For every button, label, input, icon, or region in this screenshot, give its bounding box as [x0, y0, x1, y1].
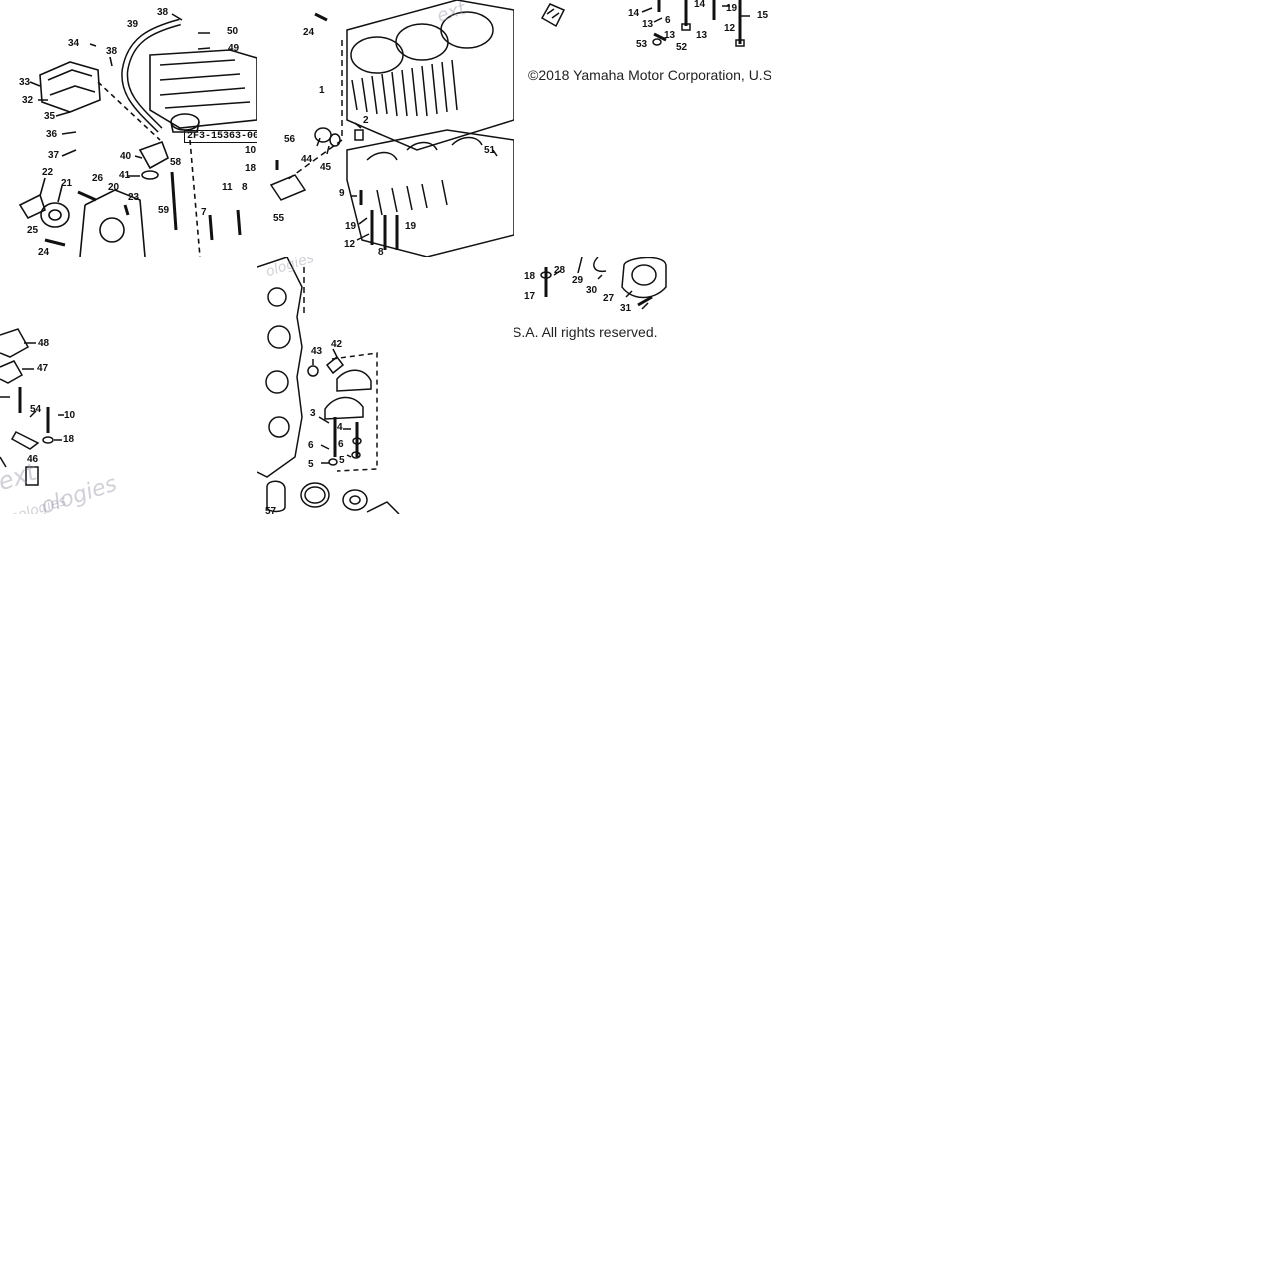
copyright-text: ©2018 Yamaha Motor Corporation, U.S: [528, 67, 771, 83]
callout-label: 6: [308, 440, 314, 451]
callout-label: 8: [378, 247, 384, 258]
callout-label: 2: [363, 115, 369, 126]
callout-label: 7: [201, 207, 207, 218]
callout-label: 33: [19, 77, 31, 88]
callout-label: 45: [320, 162, 332, 173]
callout-label: 5: [339, 455, 345, 466]
callout-label: 25: [27, 225, 39, 236]
callout-label: 1: [319, 85, 325, 96]
callout-label: 50: [227, 26, 239, 37]
callout-label: 21: [61, 178, 73, 189]
callout-label: 35: [44, 111, 56, 122]
callout-label: 18: [245, 163, 257, 174]
callout-label: 30: [586, 285, 598, 296]
callout-label: 53: [636, 39, 648, 50]
diagram-tile-side-cover: 48 47 54 10 18 46 ext ologies hnologies: [0, 257, 257, 514]
copyright-text: S.A. All rights reserved.: [514, 324, 658, 340]
callout-label: 5: [308, 459, 314, 470]
callout-label: 4: [337, 422, 343, 433]
callout-label: 39: [127, 19, 139, 30]
part-number-box: 2F3-15363-00: [184, 130, 257, 143]
callout-label: 37: [48, 150, 60, 161]
callout-label: 8: [242, 182, 248, 193]
callout-label: 11: [222, 182, 233, 193]
callout-label: 28: [554, 265, 566, 276]
callout-label: 19: [345, 221, 357, 232]
callout-label: 13: [696, 30, 708, 41]
callout-label: 51: [484, 145, 496, 156]
callout-label: 23: [128, 192, 140, 203]
callout-label: 38: [106, 46, 118, 57]
callout-label: 19: [405, 221, 417, 232]
callout-label: 48: [38, 338, 50, 349]
callout-label: 43: [311, 346, 323, 357]
callout-label: 42: [331, 339, 343, 350]
callout-label: 14: [628, 8, 640, 19]
callout-label: 49: [228, 43, 240, 54]
callout-label: 57: [265, 506, 277, 515]
callout-label: 6: [338, 439, 344, 450]
callout-label: 41: [119, 170, 131, 181]
diagram-tile-bolts-copyright: 14 13 6 14 19 15 13 13 12 53 52 ©2018 Ya…: [514, 0, 771, 257]
callout-label: 31: [620, 303, 632, 314]
crankcase-drawing: [269, 0, 514, 257]
callout-label: 44: [301, 154, 313, 165]
callout-label: 38: [157, 7, 169, 18]
callout-label: 10: [64, 410, 76, 421]
callout-label: 10: [245, 145, 257, 156]
callout-label: 34: [68, 38, 80, 49]
diagram-tile-pump-copyright: 18 28 29 30 17 27 31 S.A. All rights res…: [514, 257, 771, 514]
callout-label: 40: [120, 151, 132, 162]
callout-label: 24: [38, 247, 50, 258]
callout-label: 22: [42, 167, 54, 178]
diagram-tile-oil-pan: 42 43 3 4 6 6 5 5 57 ologies: [257, 257, 514, 514]
callout-label: 13: [664, 30, 676, 41]
callout-label: 54: [30, 404, 42, 415]
callout-label: 18: [63, 434, 75, 445]
diagram-tile-oil-filler: 38 39 50 34 38 49 33 32 35 36 37 40 58 4…: [0, 0, 257, 257]
callout-label: 13: [642, 19, 654, 30]
callout-label: 52: [676, 42, 688, 53]
pump-cover-drawing: [540, 257, 667, 310]
callout-label: 36: [46, 129, 58, 140]
callout-label: 32: [22, 95, 34, 106]
callout-label: 18: [524, 271, 536, 282]
oil-pan-drawing: [257, 257, 400, 514]
callout-label: 12: [344, 239, 356, 250]
callout-label: 20: [108, 182, 120, 193]
callout-label: 55: [273, 213, 285, 224]
bolt-set-drawing: [540, 0, 750, 47]
callout-label: 26: [92, 173, 104, 184]
callout-label: 6: [665, 15, 671, 26]
callout-label: 46: [27, 454, 39, 465]
callout-label: 9: [339, 188, 345, 199]
oil-filler-cover-drawing: [18, 13, 257, 257]
callout-label: 3: [310, 408, 316, 419]
callout-label: 27: [603, 293, 615, 304]
callout-label: 47: [37, 363, 49, 374]
callout-label: 17: [524, 291, 536, 302]
callout-label: 58: [170, 157, 182, 168]
callout-label: 19: [726, 3, 738, 14]
callout-label: 56: [284, 134, 296, 145]
side-cover-drawing: [0, 328, 64, 486]
callout-label: 29: [572, 275, 584, 286]
diagram-tile-crankcase: 24 1 56 44 45 2 9 55 19 12 8 19 51 ext: [257, 0, 514, 257]
callout-label: 12: [724, 23, 736, 34]
callout-label: 24: [303, 27, 315, 38]
callout-label: 14: [694, 0, 706, 10]
callout-label: 15: [757, 10, 769, 21]
callout-label: 59: [158, 205, 170, 216]
